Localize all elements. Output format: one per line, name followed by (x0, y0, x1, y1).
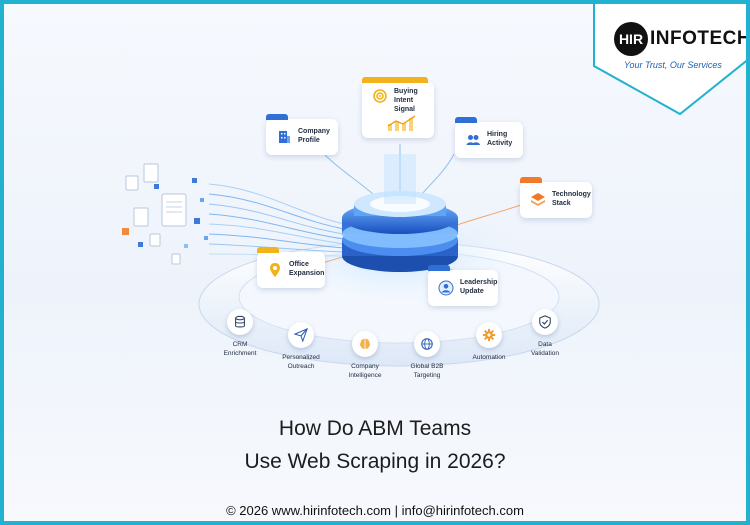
card-leadership-update: Leadership Update (428, 265, 498, 306)
card-label: Technology Stack (552, 191, 591, 207)
database-icon (227, 309, 253, 335)
feature-label: Data Validation (530, 341, 560, 357)
card-hiring-activity: Hiring Activity (455, 117, 523, 158)
feature-label: Company Intelligence (348, 363, 382, 379)
building-icon (279, 131, 290, 143)
card-office-expansion: Office Expansion (257, 247, 325, 288)
brand-logo[interactable]: HIR INFOTECH Your Trust, Our Services (590, 4, 746, 116)
brain-icon (352, 331, 378, 357)
card-label: Leadership Update (460, 279, 498, 295)
feature-label: CRM Enrichment (223, 341, 257, 357)
card-label: Office Expansion (289, 261, 325, 277)
feature-company-intelligence: Company Intelligence (330, 331, 400, 381)
trend-chart-icon (387, 115, 416, 131)
feature-data-validation: Data Validation (510, 309, 580, 359)
paper-plane-icon (288, 322, 314, 348)
card-tab (362, 77, 428, 83)
feature-personalized-outreach: Personalized Outreach (266, 322, 336, 372)
card-tab (455, 117, 477, 123)
headline-line-1: How Do ABM Teams (278, 417, 472, 440)
card-tab (257, 247, 279, 253)
person-icon (438, 280, 454, 296)
floating-documents (122, 163, 208, 265)
gear-icon (476, 322, 502, 348)
card-label: Company Profile (298, 128, 330, 144)
logo-tagline: Your Trust, Our Services (624, 60, 722, 70)
logo-name: INFOTECH (650, 28, 750, 49)
feature-label: Global B2B Targeting (410, 363, 444, 379)
layers-icon (531, 193, 545, 206)
card-buying-intent: Buying Intent Signal (362, 77, 434, 138)
card-company-profile: Company Profile (266, 114, 338, 155)
target-icon (373, 89, 387, 103)
headline-line-2: Use Web Scraping in 2026? (244, 450, 506, 473)
feature-label: Personalized Outreach (282, 354, 320, 370)
logo-block: HIR INFOTECH Your Trust, Our Services (614, 22, 746, 70)
feature-automation: Automation (454, 322, 524, 363)
people-icon (466, 135, 480, 145)
card-label: Hiring Activity (487, 131, 513, 147)
location-pin-icon (270, 263, 280, 277)
logo-mark: HIR (614, 22, 648, 56)
card-tab (520, 177, 542, 183)
feature-global-b2b-targeting: Global B2B Targeting (392, 331, 462, 381)
feature-label: Automation (472, 354, 506, 361)
footer-contact: © 2026 www.hirinfotech.com | info@hirinf… (226, 503, 524, 518)
card-technology-stack: Technology Stack (520, 177, 592, 218)
globe-icon (414, 331, 440, 357)
card-tab (428, 265, 450, 271)
central-data-hub (342, 154, 458, 272)
shield-check-icon (532, 309, 558, 335)
feature-crm-enrichment: CRM Enrichment (205, 309, 275, 359)
card-tab (266, 114, 288, 120)
card-label: Buying Intent Signal (394, 88, 418, 113)
